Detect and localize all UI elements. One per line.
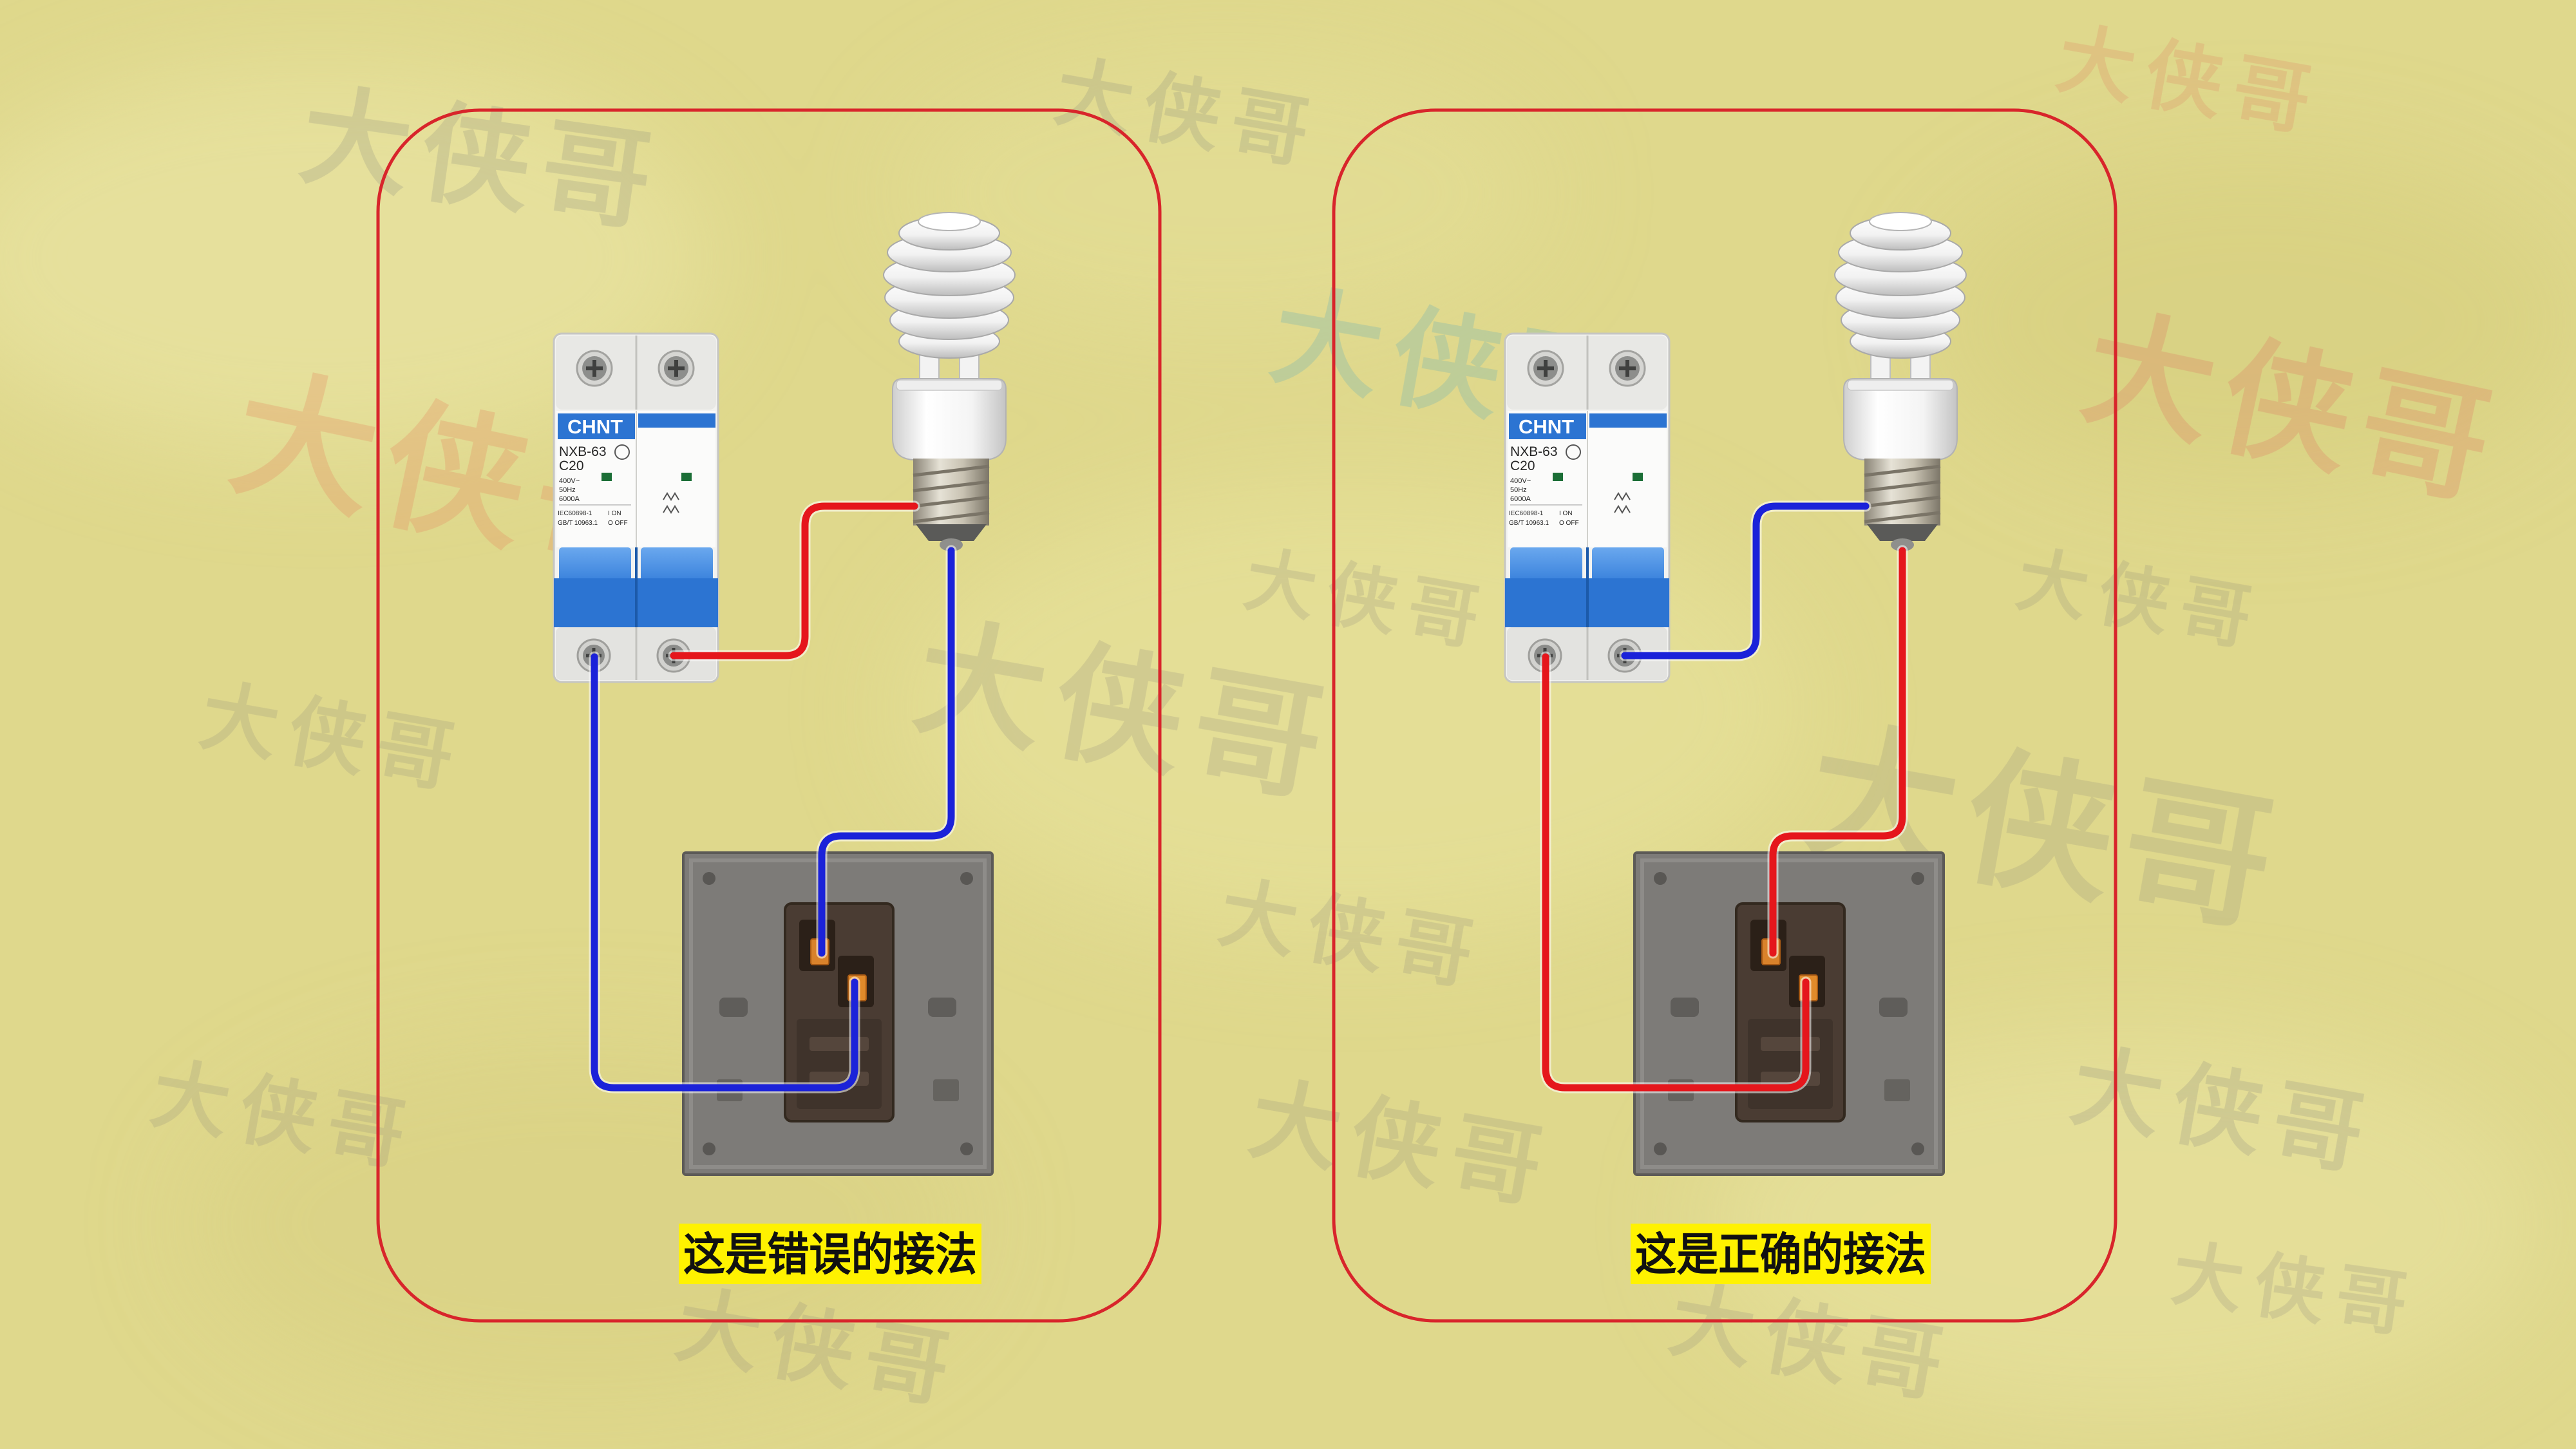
bulb-base [892,378,1007,460]
mount-hole-icon [1911,1142,1924,1155]
cfl-bulb [1834,212,1967,551]
mount-hole-icon [1654,1142,1667,1155]
frequency-label: 50Hz [559,486,576,494]
breaker-handle [641,547,713,581]
bulb-base [1843,378,1958,460]
panel-correct-wiring: CHNT NXB-63 C20 400V~ 50Hz 6000A IEC6089… [1332,108,2117,1323]
off-label: O OFF [608,520,628,527]
status-indicator-icon [1553,473,1563,481]
mechanism-lower-block [797,1019,882,1109]
wires [1540,500,1908,1094]
brand-badge [558,413,635,439]
mount-hole-icon [1911,872,1924,885]
bulb-screw-threads [913,464,990,524]
gb-standard-label: GB/T 10963.1 [558,520,598,527]
wires [589,500,957,1094]
switch-plate-bevel [1640,858,1938,1169]
breaking-capacity-label: 6000A [559,495,580,503]
mount-hole-icon [960,872,973,885]
status-indicator-icon [681,473,692,481]
breaker-handle [1510,547,1582,581]
blue-wire [1621,502,1870,659]
gb-standard-label: GB/T 10963.1 [1509,520,1549,527]
bulb-screw-threads [1864,464,1941,524]
brand-label: CHNT [1519,415,1574,438]
cert-mark-icon [1566,444,1581,460]
screw-icon [658,350,695,387]
model-label: NXB-63 [1510,444,1558,459]
mount-slot [1884,1079,1910,1101]
model-label: NXB-63 [559,444,607,459]
caption-background [1631,1224,1931,1284]
circuit-breaker: CHNT NXB-63 C20 400V~ 50Hz 6000A IEC6089… [553,332,719,683]
screw-icon [1609,350,1646,387]
on-label: I ON [1559,510,1573,517]
mechanism-lower-block [1748,1019,1833,1109]
mount-slot [933,1079,959,1101]
caption-background [679,1224,981,1284]
wall-switch [1633,851,1945,1176]
off-label: O OFF [1559,520,1579,527]
circuit-breaker: CHNT NXB-63 C20 400V~ 50Hz 6000A IEC6089… [1504,332,1671,683]
bulb-coil-top [918,212,981,231]
switch-plate-bevel [689,858,987,1169]
panel-border [1332,108,2117,1323]
bulb-screw-bottom [1867,524,1938,541]
brand-label: CHNT [567,415,623,438]
bulb-base-ring [1847,379,1954,391]
cert-mark-icon [614,444,630,460]
on-label: I ON [608,510,621,517]
pole-band [1589,413,1667,428]
mount-slot [928,998,956,1017]
iec-standard-label: IEC60898-1 [1509,510,1544,517]
mount-slot [1879,998,1908,1017]
bulb-screw-bottom [916,524,987,541]
bulb-contact-tip [1891,538,1914,551]
status-indicator-icon [601,473,612,481]
panel-border [376,108,1162,1323]
breaking-capacity-label: 6000A [1510,495,1531,503]
frequency-label: 50Hz [1510,486,1527,494]
red-wire [670,502,918,659]
breaker-handle [559,547,631,581]
rating-label: C20 [559,459,584,473]
trip-curve-symbol-icon [1614,492,1631,514]
mount-slot [719,998,748,1017]
blue-wire [818,547,955,957]
screw-icon [576,350,613,387]
iec-standard-label: IEC60898-1 [558,510,592,517]
red-wire [1542,653,1810,1092]
bulb-contact-tip [940,538,963,551]
voltage-label: 400V~ [559,477,580,485]
bulb-base-ring [896,379,1003,391]
bulb-coil-top [1869,212,1932,231]
voltage-label: 400V~ [1510,477,1531,485]
blue-wire [591,653,858,1092]
trip-curve-symbol-icon [663,492,679,514]
mount-hole-icon [703,1142,715,1155]
screw-icon [1527,350,1564,387]
mount-slot [1671,998,1699,1017]
wall-switch [682,851,994,1176]
mount-hole-icon [1654,872,1667,885]
caption-correct: 这是正确的接法 [1635,1228,1926,1281]
status-indicator-icon [1633,473,1643,481]
mount-hole-icon [960,1142,973,1155]
rating-label: C20 [1510,459,1535,473]
breaker-handle [1592,547,1664,581]
panel-wrong-wiring: CHNT NXB-63 C20 400V~ 50Hz 6000A IEC6089… [376,108,1162,1323]
caption-wrong: 这是错误的接法 [683,1228,977,1281]
cfl-bulb [883,212,1016,551]
red-wire [1769,547,1906,957]
pole-band [638,413,715,428]
mount-hole-icon [703,872,715,885]
brand-badge [1509,413,1586,439]
